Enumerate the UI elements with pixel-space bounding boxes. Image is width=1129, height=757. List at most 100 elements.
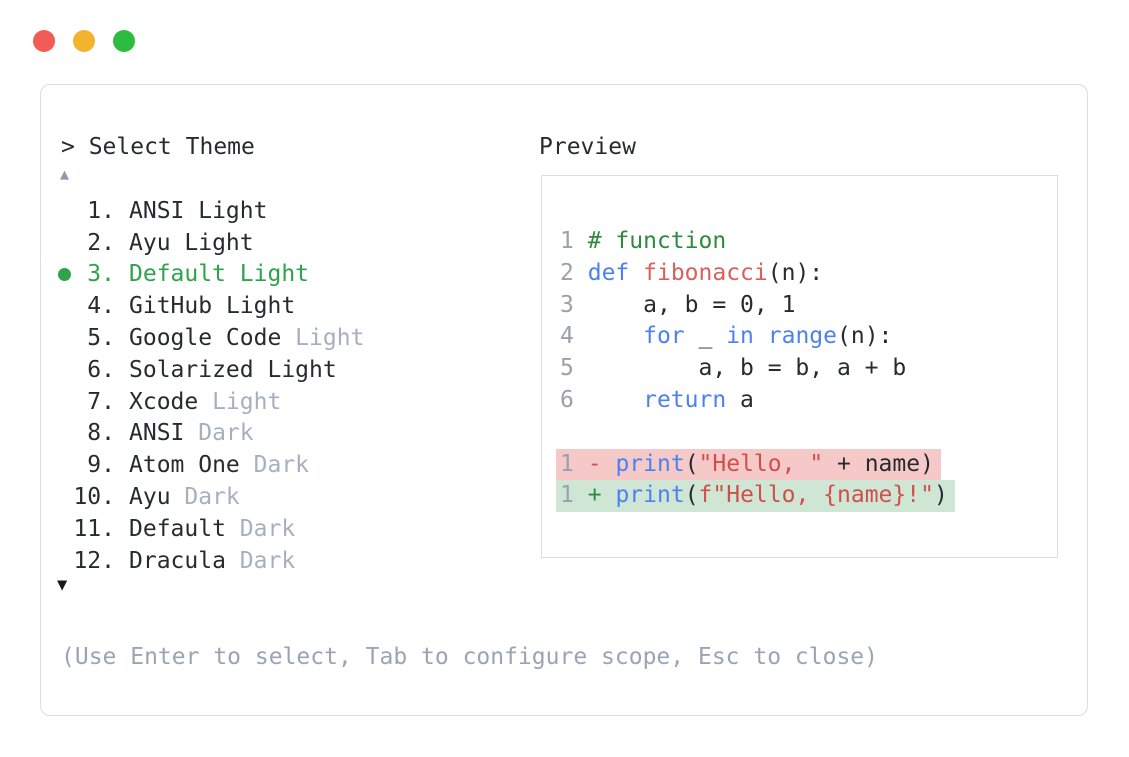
- code-token: +: [587, 482, 602, 509]
- code-line: 4 for _ in range(n):: [556, 321, 1057, 353]
- theme-option-number: 7.: [87, 388, 115, 415]
- code-token: [754, 323, 768, 349]
- theme-option[interactable]: 1.ANSI Light: [56, 195, 364, 227]
- theme-option[interactable]: 2. Ayu Light: [56, 227, 364, 259]
- theme-option[interactable]: 10. Ayu Dark: [56, 481, 364, 513]
- code-token: [574, 260, 588, 286]
- theme-option-number: 10.: [73, 484, 115, 511]
- code-token: ): [933, 482, 948, 509]
- code-token: 1: [560, 450, 574, 477]
- code-token: _: [684, 323, 727, 350]
- scroll-down-indicator[interactable]: ▼: [57, 575, 68, 595]
- code-token: [574, 228, 588, 254]
- theme-option[interactable]: 7. Xcode Light: [56, 386, 364, 418]
- theme-option-name: Ayu Dark: [129, 484, 240, 511]
- theme-option-name: Default Light: [129, 261, 310, 288]
- theme-option-number: 5.: [87, 325, 115, 352]
- code-token: 6: [560, 386, 574, 413]
- code-token: def: [587, 259, 630, 286]
- code-token: 3: [560, 291, 574, 318]
- code-token: (n):: [767, 259, 824, 286]
- preview-title: Preview: [539, 134, 636, 160]
- theme-option[interactable]: 8. ANSI Dark: [56, 418, 364, 450]
- zoom-button[interactable]: [113, 30, 135, 52]
- code-line: 3 a, b = 0, 1: [556, 290, 1057, 322]
- theme-option-number: 4.: [87, 293, 115, 320]
- theme-option-variant: Dark: [225, 515, 296, 542]
- selected-bullet-icon: [58, 267, 71, 281]
- indicator-slot: [56, 267, 73, 281]
- theme-option-number: 12.: [73, 547, 115, 574]
- code-token: [588, 323, 643, 349]
- theme-option-name: Ayu Light: [129, 229, 254, 256]
- theme-option-variant: Light: [212, 293, 296, 320]
- code-token: [574, 451, 588, 477]
- theme-option-number: 11.: [73, 515, 115, 542]
- code-token: [574, 482, 588, 508]
- theme-option-variant: Light: [253, 356, 337, 383]
- blank-line: [556, 417, 1057, 449]
- theme-option[interactable]: 11. Default Dark: [56, 513, 364, 545]
- code-token: 2: [560, 259, 574, 286]
- theme-option-variant: Light: [170, 229, 254, 256]
- theme-option-name: ANSI Dark: [129, 420, 254, 447]
- prompt-text: > Select Theme: [61, 134, 255, 160]
- theme-option-variant: Dark: [184, 420, 254, 447]
- theme-option[interactable]: 4.GitHub Light: [56, 290, 364, 322]
- theme-option[interactable]: 6. Solarized Light: [56, 354, 364, 386]
- code-token: 1: [560, 482, 574, 509]
- code-token: [574, 292, 588, 318]
- theme-option-number: 9.: [87, 452, 115, 479]
- code-token: + name): [823, 450, 934, 477]
- theme-option-name: Default Dark: [129, 515, 296, 542]
- theme-option-number: 6.: [87, 356, 115, 383]
- keyboard-hint: (Use Enter to select, Tab to configure s…: [61, 644, 878, 670]
- theme-option[interactable]: 3. Default Light: [56, 259, 364, 291]
- theme-option-name: Xcode Light: [129, 388, 282, 415]
- code-token: return: [643, 386, 727, 413]
- code-token: a: [726, 386, 754, 413]
- code-token: (n):: [837, 323, 893, 350]
- theme-option-name: Google Code Light: [129, 325, 365, 352]
- code-line: 2 def fibonacci(n):: [556, 258, 1057, 290]
- code-token: 1: [560, 228, 574, 254]
- theme-option-number: 3.: [87, 261, 115, 288]
- code-token: [602, 451, 616, 477]
- code-token: in: [726, 323, 754, 350]
- theme-option-number: 2.: [87, 229, 115, 256]
- theme-option[interactable]: 12.Dracula Dark: [56, 545, 364, 577]
- close-button[interactable]: [33, 30, 55, 52]
- code-token: # function: [587, 228, 727, 254]
- code-token: [574, 323, 588, 349]
- diff-removed-line: 1 - print("Hello, " + name): [556, 448, 1057, 481]
- code-token: print: [615, 482, 685, 509]
- theme-option-variant: Light: [184, 197, 268, 224]
- code-token: a, b = b, a + b: [587, 355, 907, 382]
- code-token: (: [684, 450, 699, 477]
- theme-option-name: Atom One Dark: [129, 452, 310, 479]
- code-token: [574, 387, 588, 413]
- code-line: 5 a, b = b, a + b: [556, 353, 1057, 385]
- code-token: 5: [560, 355, 574, 382]
- theme-option-number: 8.: [87, 420, 115, 447]
- theme-option-name: ANSI Light: [129, 197, 268, 224]
- code-token: [602, 482, 616, 508]
- theme-option-variant: Light: [198, 388, 282, 415]
- theme-option[interactable]: 9. Atom One Dark: [56, 449, 364, 481]
- code-token: a, b = 0, 1: [587, 291, 796, 318]
- code-token: -: [587, 450, 602, 477]
- code-token: range: [767, 323, 838, 350]
- minimize-button[interactable]: [73, 30, 95, 52]
- theme-option-name: Solarized Light: [129, 356, 337, 383]
- code-line: 6 return a: [556, 385, 1057, 417]
- theme-option[interactable]: 5. Google Code Light: [56, 322, 364, 354]
- theme-option-variant: Dark: [239, 452, 310, 479]
- code-token: fibonacci: [643, 259, 768, 286]
- code-token: 4: [560, 323, 574, 350]
- theme-option-variant: Dark: [225, 547, 296, 574]
- code-token: f"Hello, {name}!": [698, 482, 934, 509]
- scroll-up-indicator[interactable]: ▲: [60, 165, 70, 183]
